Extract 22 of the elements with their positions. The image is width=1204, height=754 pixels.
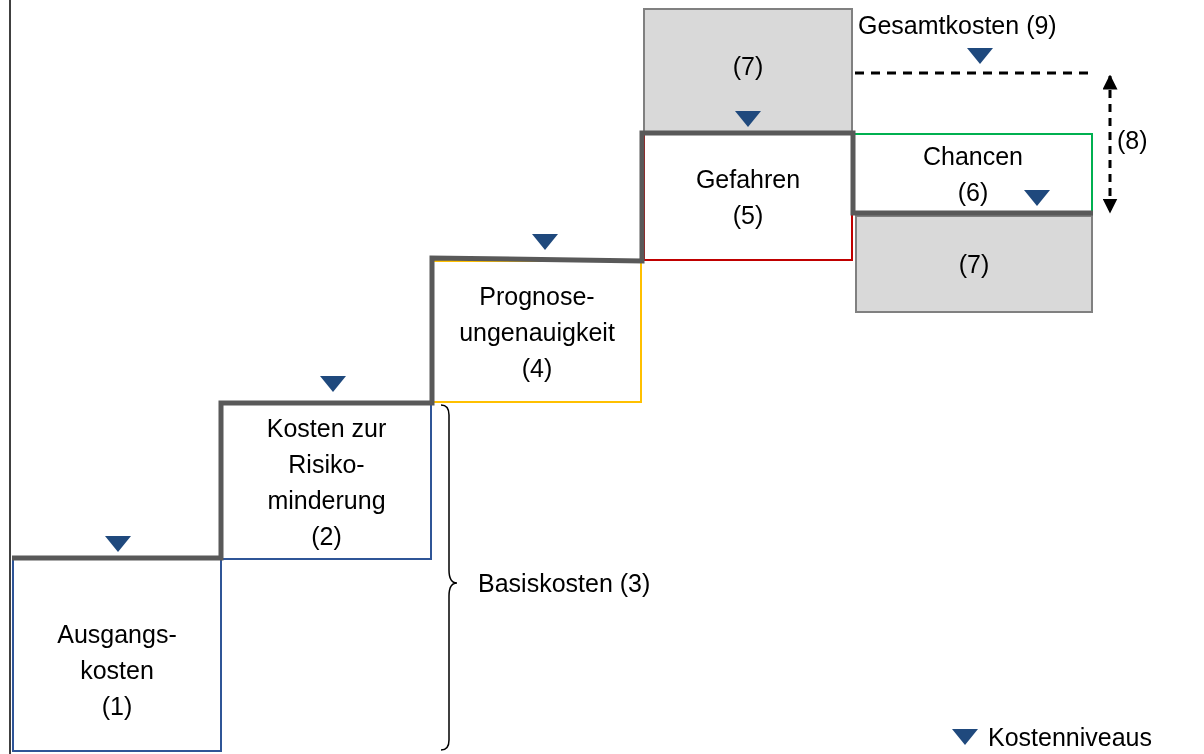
dimension-label: (8) [1117, 125, 1148, 155]
box-text: (4) [521, 352, 553, 384]
box-text: (7) [732, 50, 764, 82]
box-text: Kosten zur Risiko- minderung [265, 412, 388, 516]
cost-box [221, 403, 432, 560]
cost-box [643, 133, 853, 261]
range-box [643, 8, 853, 133]
box-text: (1) [101, 691, 133, 722]
legend-label: Kostenniveaus [988, 722, 1152, 752]
annotation-label: Gesamtkosten (9) [858, 10, 1057, 40]
cost-box [432, 260, 642, 403]
range-box [855, 215, 1093, 313]
box-text: (2) [311, 520, 342, 552]
box-text: (7) [958, 249, 990, 280]
box-text: Gefahren [695, 164, 801, 195]
box-text: Chancen [922, 141, 1024, 172]
cost-box [12, 558, 222, 752]
annotation-label: Basiskosten (3) [478, 568, 651, 598]
box-text: (6) [957, 177, 989, 208]
box-text: Prognose- ungenauigkeit [458, 280, 616, 348]
box-text: (5) [732, 200, 764, 231]
box-text: Ausgangs- kosten [56, 619, 178, 686]
